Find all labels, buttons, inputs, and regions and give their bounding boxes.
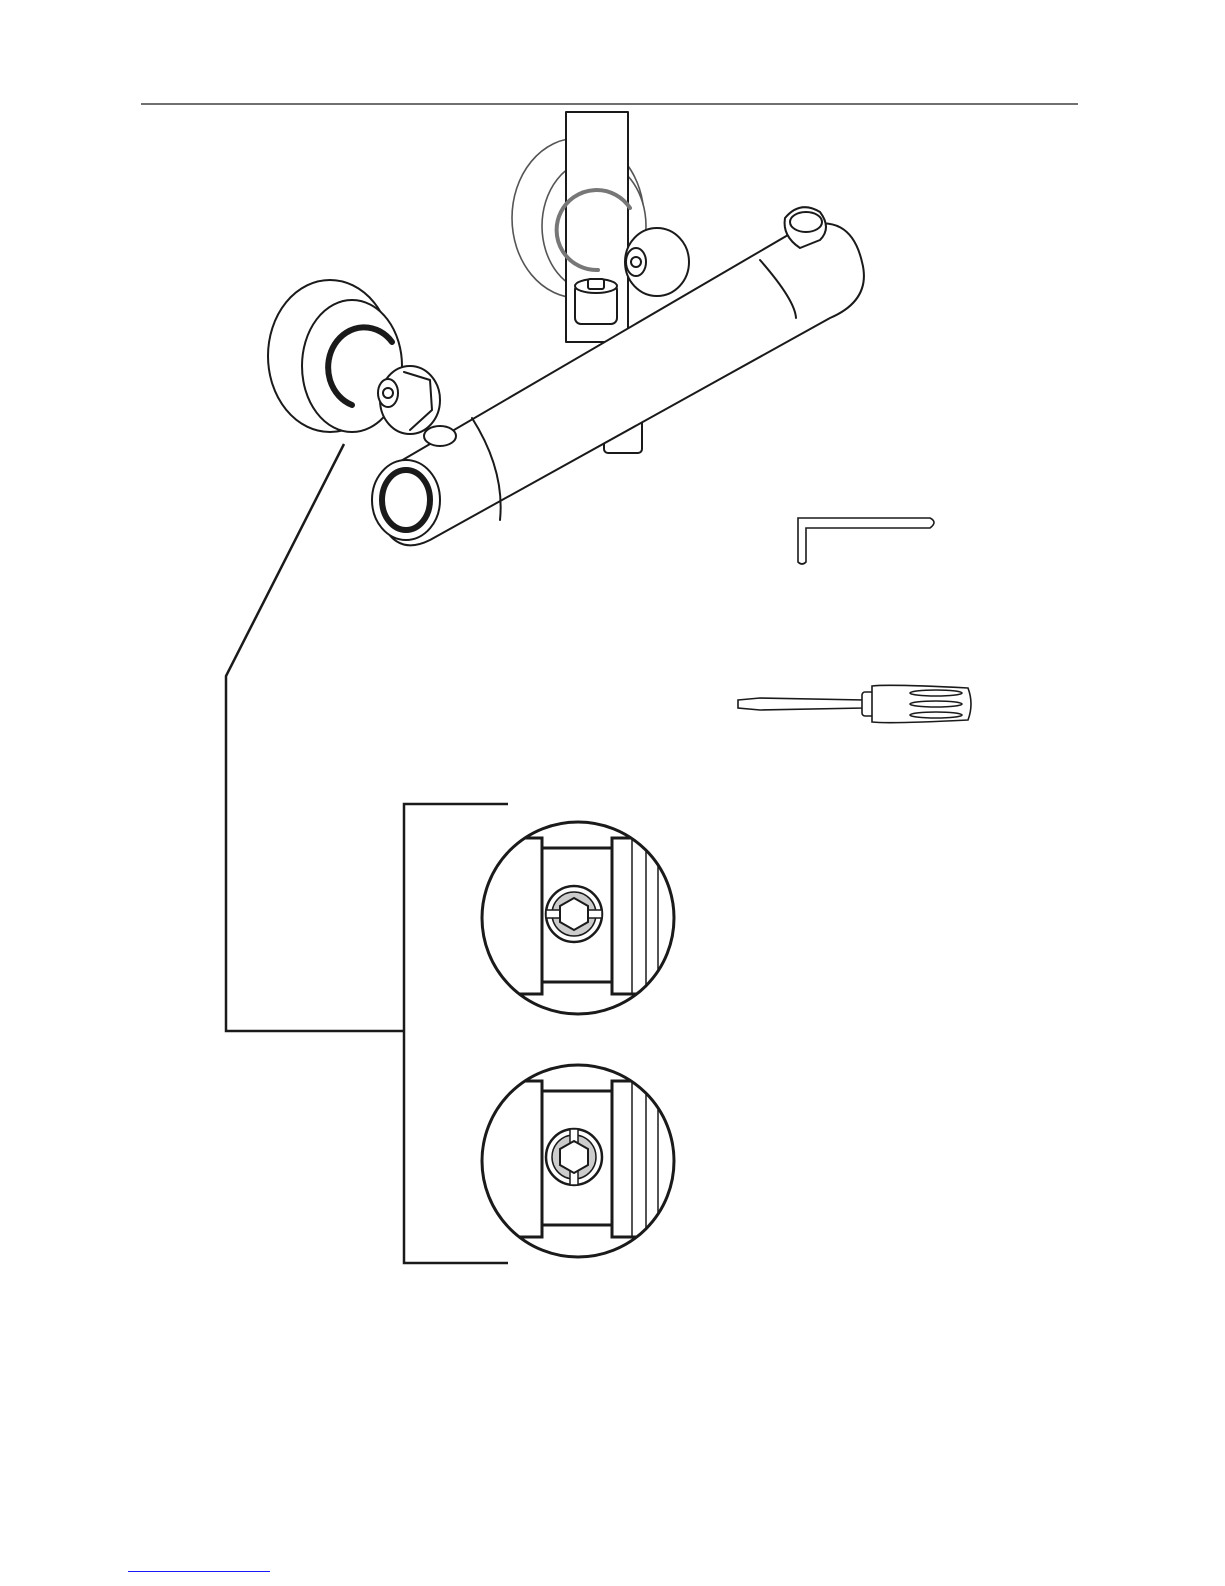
footer-link-rule[interactable]: [128, 1571, 270, 1586]
detail-view-1: [470, 810, 692, 1030]
check-valve-icon-1: [546, 886, 602, 942]
temperature-knob: [372, 460, 440, 540]
rear-nut: [625, 228, 689, 296]
mixer-valve-drawing: [268, 112, 864, 545]
hex-key-icon: [798, 518, 934, 564]
riser-fitting: [575, 279, 617, 324]
callout-leader: [226, 444, 508, 1263]
front-nut: [378, 366, 440, 434]
detail-view-2: [470, 1053, 692, 1273]
screwdriver-icon: [738, 685, 971, 722]
check-valve-icon-2: [546, 1129, 602, 1185]
